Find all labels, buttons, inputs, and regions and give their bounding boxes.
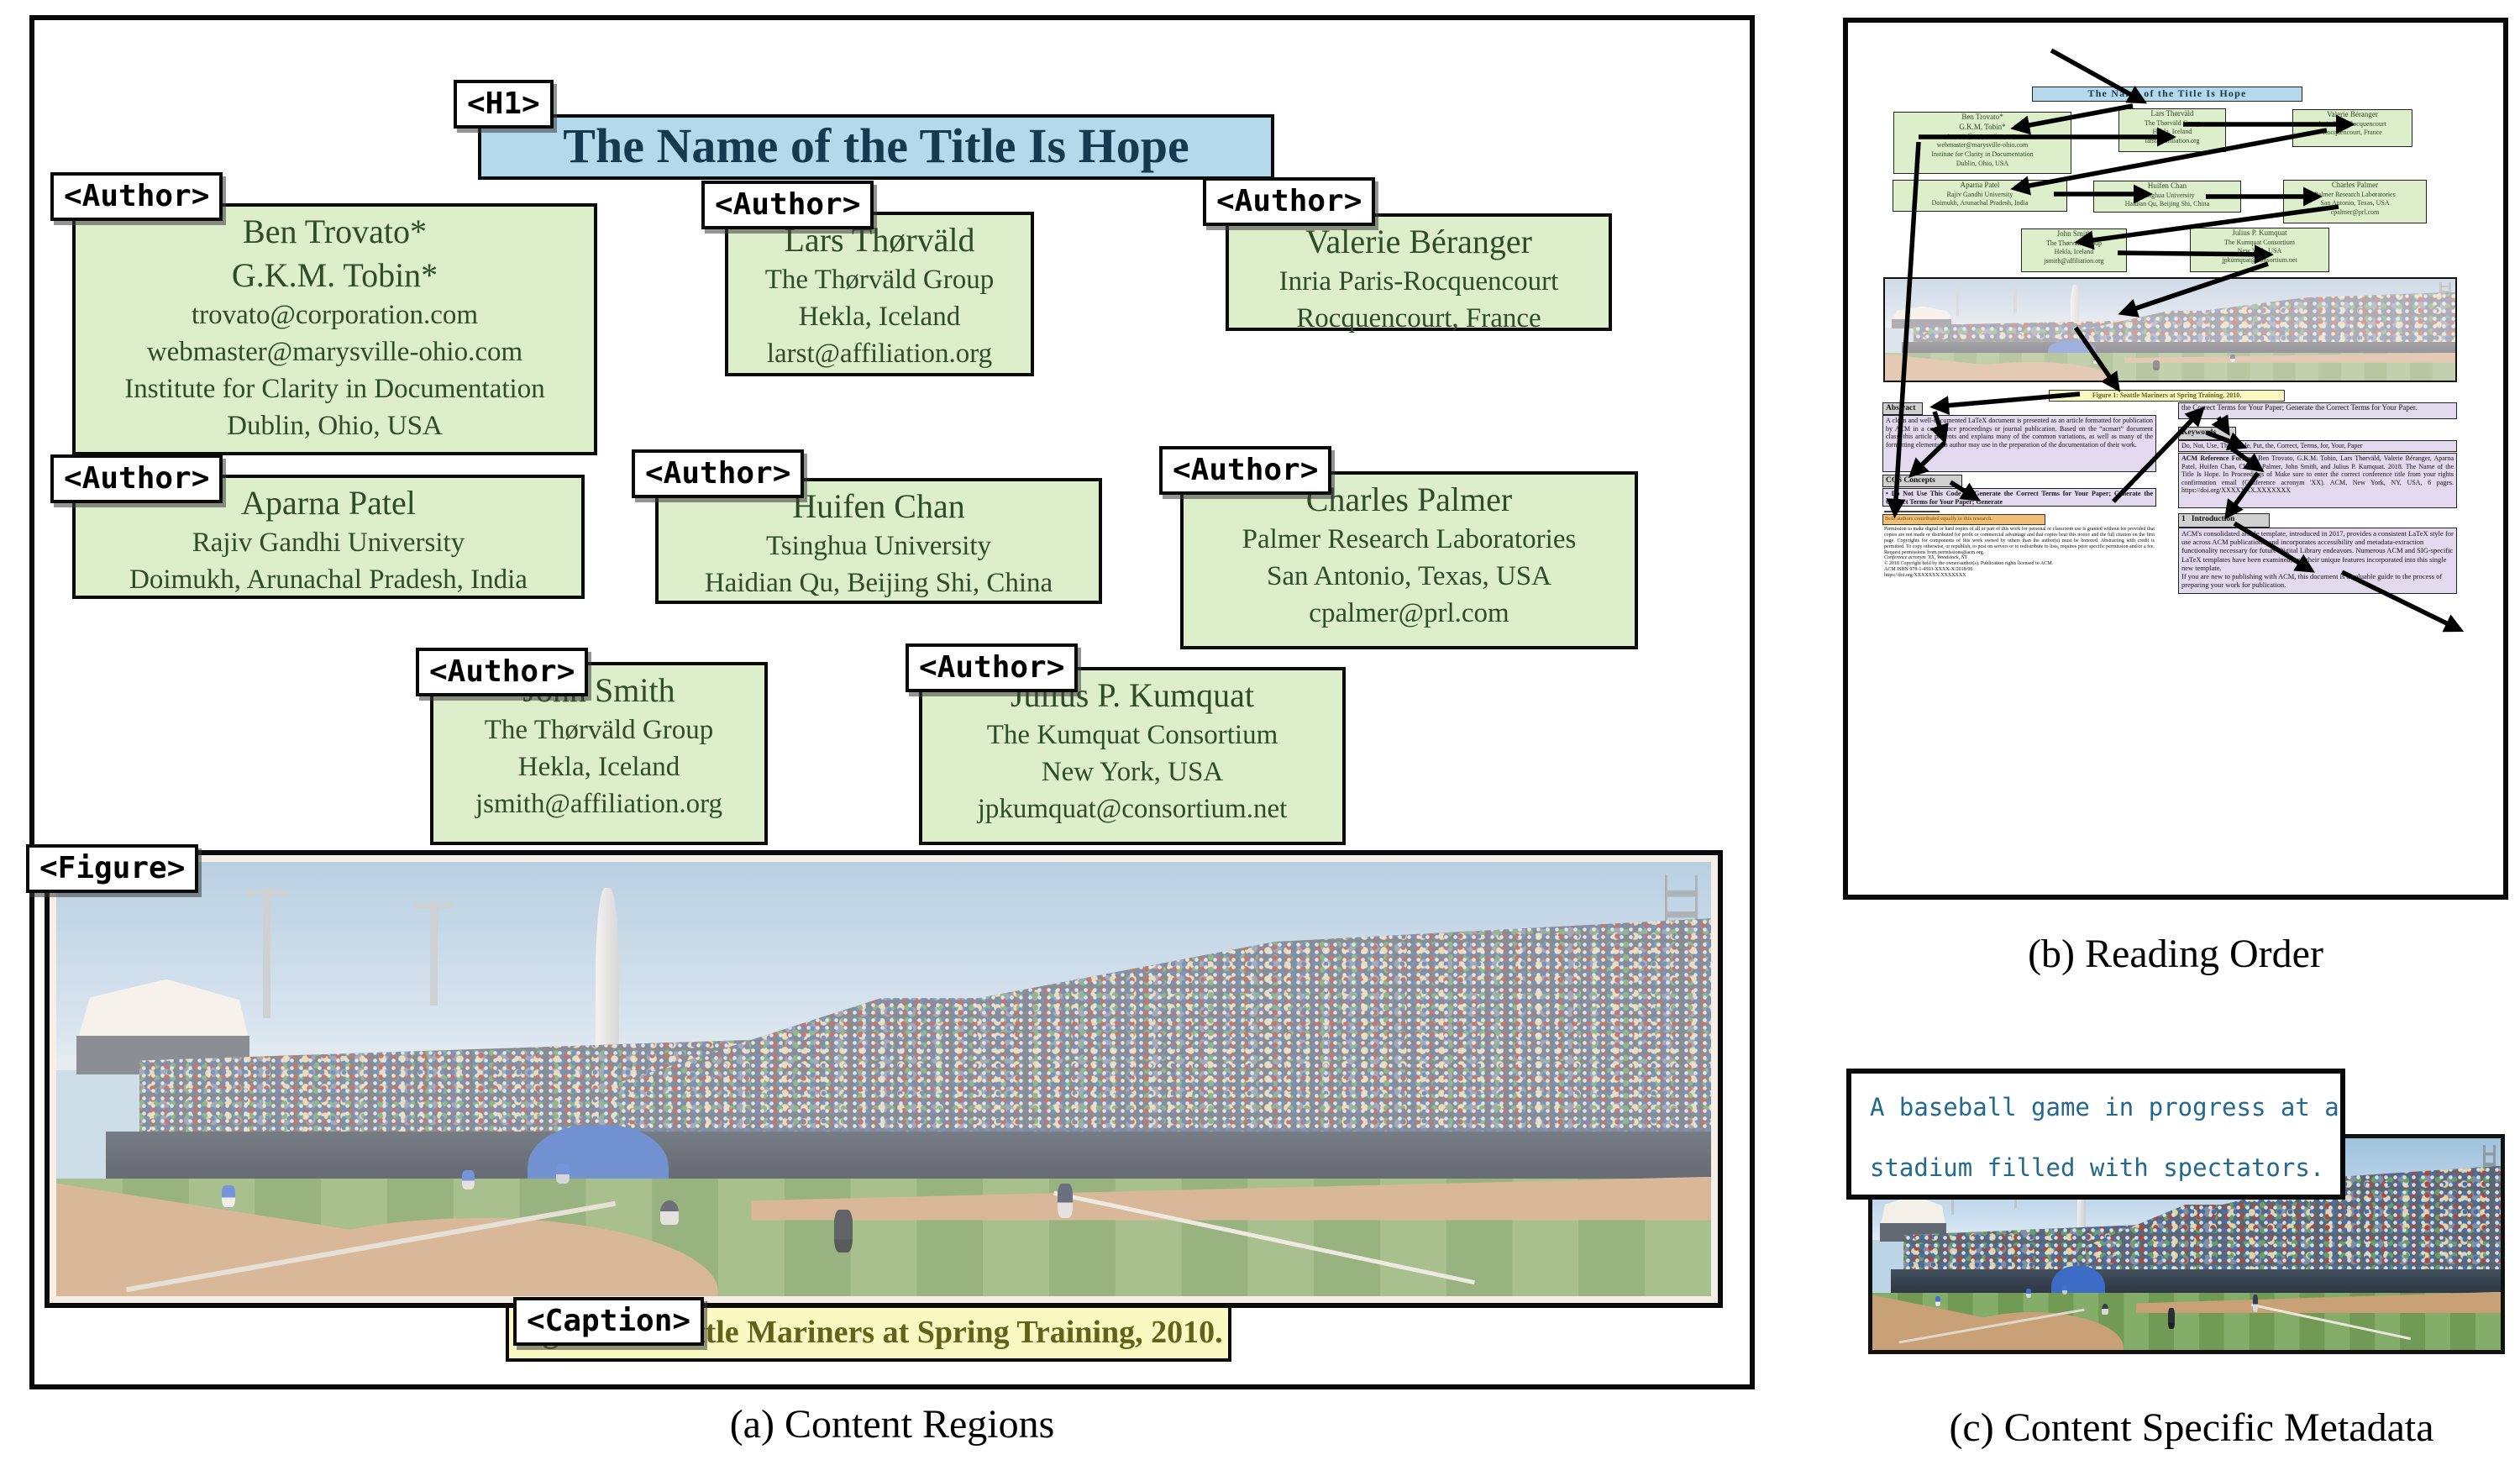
- h1-tag: <H1>: [454, 80, 554, 129]
- caption-tag: <Caption>: [513, 1297, 705, 1346]
- panel-c-caption: (c) Content Specific Metadata: [1949, 1405, 2434, 1450]
- footnote: Both authors contributed equally to this…: [1882, 514, 2045, 525]
- panel-reading-order: The Name of the Title Is Hope Ben Trovat…: [1843, 18, 2508, 900]
- batter: [1057, 1183, 1073, 1218]
- author-region: Valerie Béranger Inria Paris-Rocquencour…: [1226, 213, 1612, 333]
- author-region: Huifen Chan Tsinghua University Haidian …: [655, 478, 1102, 604]
- mini-author-name: Lars Thørväld: [2150, 109, 2194, 118]
- mini-author-affiliation: Palmer Research Laboratories San Antonio…: [2314, 190, 2396, 217]
- author-tag: <Author>: [50, 454, 223, 503]
- mini-author-name: Julius P. Kumquat: [2232, 228, 2287, 237]
- page-title: The Name of the Title Is Hope: [478, 114, 1274, 180]
- author-tag: <Author>: [50, 172, 223, 221]
- ccs-continued-text: the Correct Terms for Your Paper; Genera…: [2178, 402, 2457, 419]
- acm-reference-text: Ben Trovato, G.K.M. Tobin, Lars Thørväld…: [2181, 454, 2454, 495]
- light-pole: [263, 888, 271, 1019]
- mini-author-affiliation: Rajiv Gandhi University Doimukh, Arunach…: [1931, 190, 2029, 207]
- keywords-text: Do, Not, Use, This, Code, Put, the, Corr…: [2178, 440, 2457, 452]
- acm-reference-header: ACM Reference Format:: [2181, 454, 2256, 462]
- light-pole: [430, 901, 438, 1006]
- blue-tarp: [528, 1124, 669, 1186]
- introduction-text: ACM's consolidated article template, int…: [2178, 528, 2457, 594]
- author-name: Ben Trovato* G.K.M. Tobin*: [231, 213, 438, 294]
- mini-author-name: Valerie Béranger: [2327, 110, 2378, 118]
- copyright-block: Permission to make digital or hard copie…: [1884, 527, 2155, 579]
- figure-region: [45, 850, 1723, 1308]
- author-region: Julius P. Kumquat The Kumquat Consortium…: [919, 667, 1346, 845]
- mini-author-name: Charles Palmer: [2331, 181, 2379, 189]
- permission-text: Permission to make digital or hard copie…: [1884, 527, 2155, 555]
- introduction-header: 1 Introduction: [2178, 513, 2270, 528]
- alt-text-box: A baseball game in progress at a stadium…: [1846, 1069, 2345, 1200]
- player: [222, 1185, 235, 1207]
- doi-line: https://doi.org/XXXXXXX.XXXXXXX: [1884, 573, 1966, 579]
- conference-line: Conference acronym 'XX, Woodstock, NY: [1884, 555, 1967, 561]
- isbn-line: ACM ISBN 978-1-4503-XXXX-X/2018/06: [1884, 567, 1973, 573]
- author-affiliation: Rajiv Gandhi University Doimukh, Arunach…: [129, 528, 528, 595]
- player: [660, 1200, 679, 1225]
- panel-b-caption: (b) Reading Order: [2028, 932, 2323, 976]
- player: [555, 1163, 570, 1184]
- reading-order-arrows: [1886, 48, 2465, 633]
- author-affiliation: trovato@corporation.com webmaster@marysv…: [124, 300, 545, 441]
- author-affiliation: The Kumquat Consortium New York, USA jpk…: [977, 720, 1288, 824]
- ccs-text: • Do Not Use This Code → Generate the Co…: [1882, 488, 2156, 507]
- author-tag: <Author>: [701, 181, 874, 229]
- abstract-text: A clean and well-documented LaTeX docume…: [1882, 415, 2156, 472]
- author-affiliation: The Thørväld Group Hekla, Iceland larst@…: [764, 265, 995, 369]
- author-tag: <Author>: [906, 643, 1079, 692]
- umpire: [833, 1209, 853, 1253]
- footnote-rule: [1884, 511, 1940, 512]
- ballpark-photo: [56, 862, 1711, 1296]
- author-tag: <Author>: [416, 648, 589, 696]
- author-affiliation: Tsinghua University Haidian Qu, Beijing …: [704, 531, 1053, 598]
- author-tag: <Author>: [1159, 446, 1332, 495]
- copyright-line: © 2018 Copyright held by the owner/autho…: [1884, 561, 2054, 567]
- player: [461, 1170, 475, 1190]
- mini-author-name: Aparna Patel: [1960, 181, 2000, 189]
- author-region: Ben Trovato* G.K.M. Tobin* trovato@corpo…: [72, 203, 597, 455]
- author-affiliation: Palmer Research Laboratories San Antonio…: [1242, 524, 1577, 628]
- author-affiliation: The Thørväld Group Hekla, Iceland jsmith…: [475, 715, 723, 819]
- mini-author-name: Huifen Chan: [2147, 181, 2187, 190]
- panel-a-caption: (a) Content Regions: [729, 1402, 1055, 1447]
- author-region: Charles Palmer Palmer Research Laborator…: [1180, 471, 1638, 649]
- author-region: Lars Thørväld The Thørväld Group Hekla, …: [725, 212, 1034, 376]
- author-tag: <Author>: [1203, 177, 1376, 226]
- author-name: Valerie Béranger: [1305, 223, 1532, 260]
- author-name: Huifen Chan: [792, 487, 965, 525]
- figure-tag: <Figure>: [26, 844, 199, 893]
- mini-author-name: Ben Trovato* G.K.M. Tobin*: [1959, 113, 2006, 131]
- author-name: Aparna Patel: [241, 484, 416, 522]
- author-tag: <Author>: [632, 449, 805, 498]
- mini-page-title: The Name of the Title Is Hope: [2032, 87, 2302, 102]
- author-affiliation: Inria Paris-Rocquencourt Rocquencourt, F…: [1278, 266, 1559, 333]
- panel-content-regions: <H1> The Name of the Title Is Hope <Auth…: [26, 15, 1755, 1389]
